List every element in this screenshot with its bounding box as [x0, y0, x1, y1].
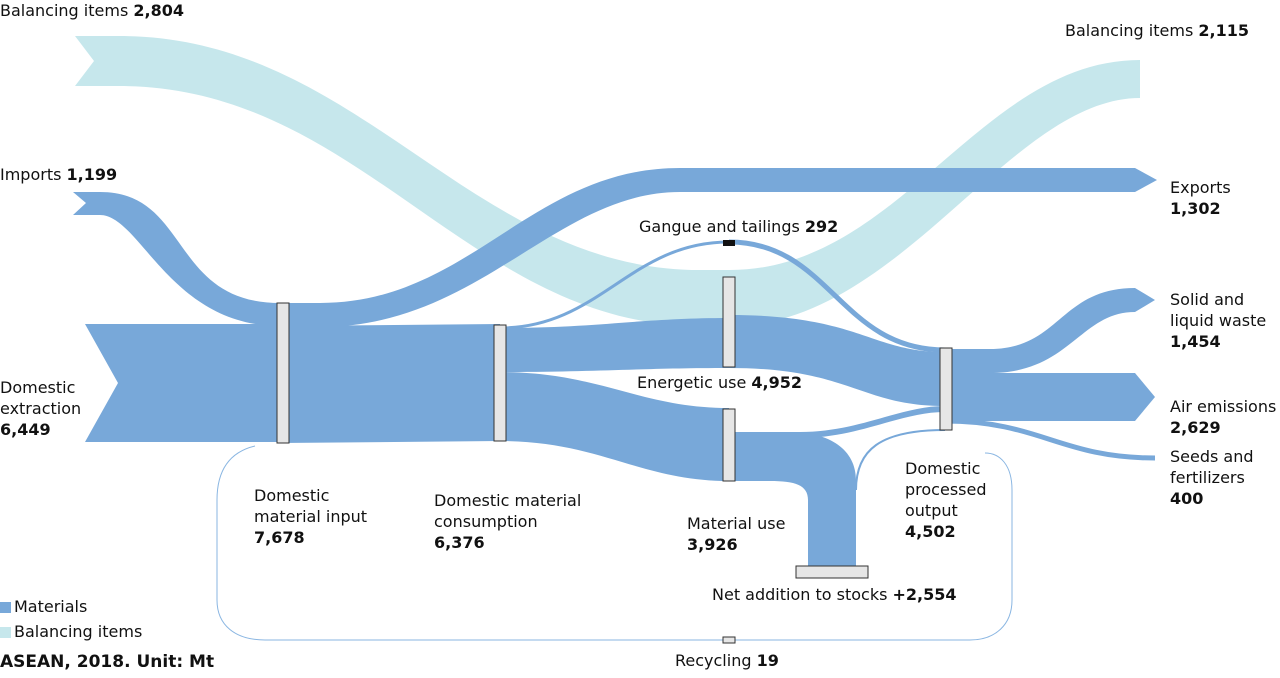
balancing-items-flow	[75, 36, 1140, 326]
label-recycling: Recycling 19	[675, 651, 779, 670]
gangue-arc-out	[728, 239, 946, 353]
gangue-arc-in	[499, 240, 730, 330]
seeds-flow	[944, 418, 1156, 461]
air-emissions-flow	[945, 373, 1155, 421]
net-addition-flow	[729, 432, 856, 566]
figure-caption: ASEAN, 2018. Unit: Mt	[0, 652, 215, 672]
label-balancing-out: Balancing items 2,115	[1065, 21, 1249, 40]
node-dmi	[276, 302, 290, 444]
legend-swatch-materials	[0, 601, 11, 613]
solid-waste-flow	[945, 288, 1155, 373]
imports-flow	[73, 192, 280, 326]
legend-swatch-balancing	[0, 626, 11, 638]
dpo-return-arc	[855, 429, 946, 491]
domestic-extraction-flow	[85, 324, 280, 442]
recycling-loop	[216, 445, 1013, 641]
energetic-flow	[500, 318, 729, 372]
legend-item-balancing: Balancing items	[0, 622, 142, 642]
label-imports: Imports 1,199	[0, 165, 118, 184]
legend-label: Materials	[14, 597, 88, 616]
node-material-use	[722, 408, 736, 482]
material-use-flow	[500, 372, 729, 481]
label-net-addition: Net addition to stocks +2,554	[712, 585, 957, 604]
dmc-flow	[280, 324, 500, 443]
exports-flow	[280, 168, 1157, 327]
label-gangue: Gangue and tailings 292	[639, 217, 839, 236]
node-net-addition	[795, 565, 869, 579]
label-energetic: Energetic use 4,952	[637, 373, 803, 392]
node-dpo	[939, 347, 953, 431]
legend-label: Balancing items	[14, 622, 143, 641]
label-balancing-in: Balancing items 2,804	[0, 1, 184, 20]
node-energetic	[722, 276, 736, 368]
energetic-to-dpo-flow	[729, 315, 945, 406]
legend-item-materials: Materials	[0, 597, 87, 617]
node-gangue	[723, 240, 735, 246]
node-recycling	[722, 636, 736, 644]
node-dmc	[493, 324, 507, 442]
